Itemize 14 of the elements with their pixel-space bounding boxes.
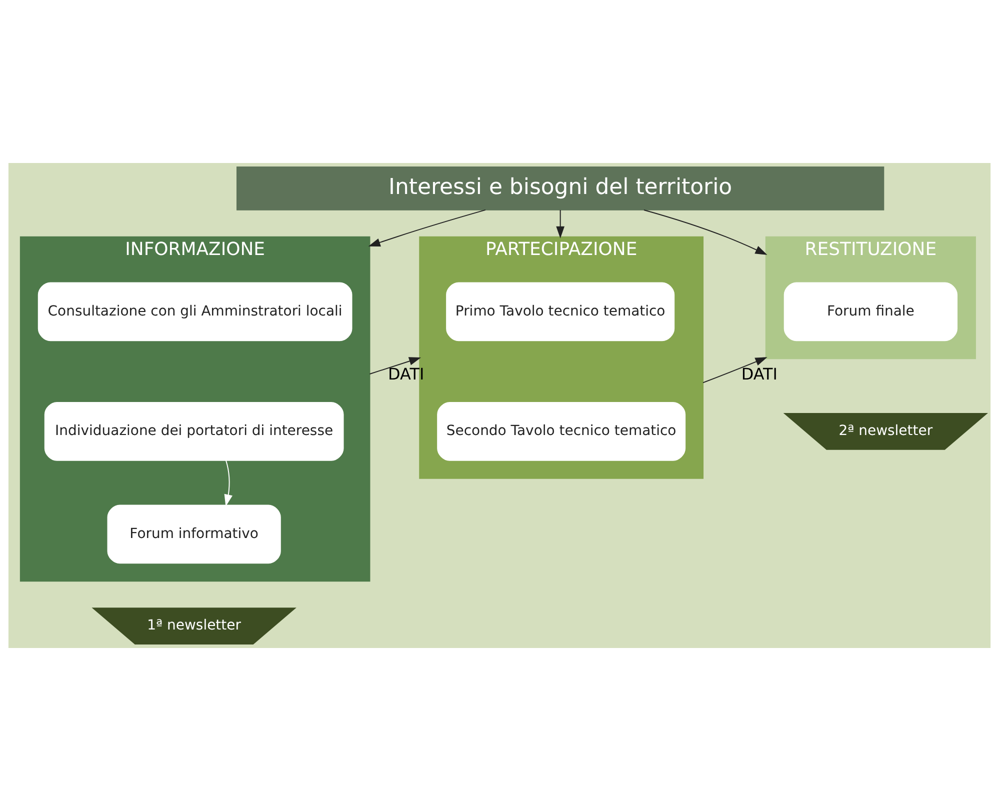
node-box: Consultazione con gli Amminstratori locali	[38, 282, 352, 341]
node-box: Interessi e bisogni del territorio	[236, 166, 884, 210]
arrow	[556, 209, 565, 238]
edge-label: DATI	[741, 364, 778, 383]
node-box: Secondo Tavolo tecnico tematico	[437, 402, 686, 460]
node-box: Individuazione dei portatori di interesse	[44, 402, 344, 460]
arrow	[224, 460, 232, 506]
arrow	[643, 208, 768, 254]
arrow	[702, 356, 768, 383]
arrow	[369, 356, 422, 374]
node-box: Forum informativo	[107, 504, 281, 564]
node-box: Primo Tavolo tecnico tematico	[446, 282, 675, 341]
arrow	[368, 208, 486, 246]
node-box: Forum finale	[784, 282, 958, 341]
